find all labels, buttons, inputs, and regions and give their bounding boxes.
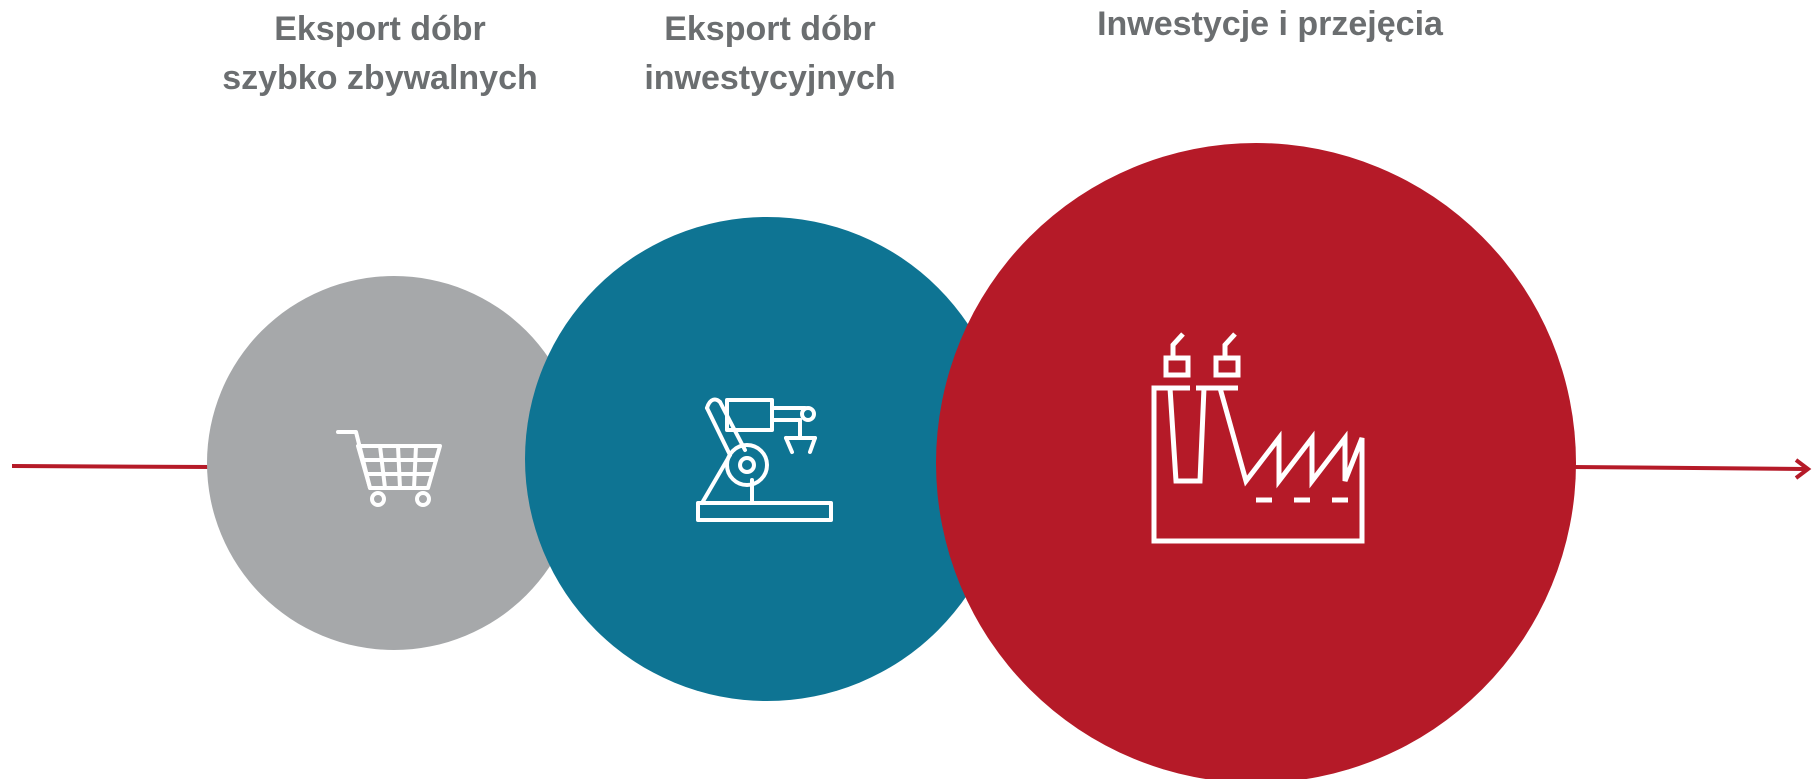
stage-circle-1 — [207, 276, 581, 650]
stage-label-3: Inwestycje i przejęcia — [1097, 5, 1443, 43]
stage-circle-3 — [936, 143, 1576, 779]
factory-icon — [1151, 332, 1365, 544]
robotic-arm-icon — [696, 397, 833, 522]
shopping-cart-icon — [336, 430, 442, 507]
stage-label-2: Eksport dóbr inwestycyjnych — [644, 10, 896, 97]
timeline-line-right — [1571, 458, 1812, 480]
timeline-line-left — [11, 464, 213, 469]
stage-label-1: Eksport dóbr szybko zbywalnych — [222, 10, 538, 97]
